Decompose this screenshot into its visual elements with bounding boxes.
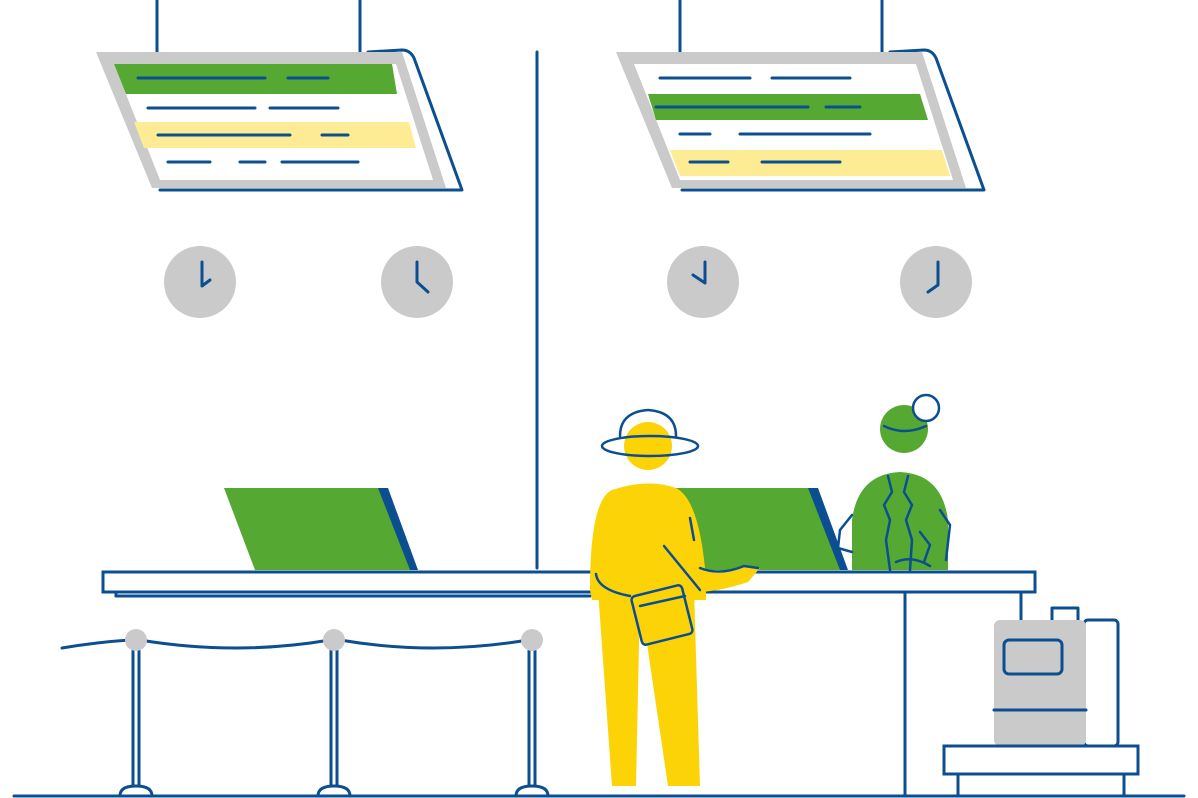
laptop-icon bbox=[660, 488, 848, 570]
stanchion-icon bbox=[60, 629, 550, 798]
wall-clock-icon bbox=[667, 246, 739, 318]
wall-clock-icon bbox=[900, 246, 972, 318]
passenger-figure bbox=[590, 408, 760, 786]
check-in-counter bbox=[101, 570, 1037, 798]
laptop-icon bbox=[224, 488, 418, 570]
staff-figure bbox=[836, 393, 952, 572]
satchel-icon bbox=[630, 584, 694, 646]
wall-clock-icon bbox=[381, 246, 453, 318]
baggage-scale-icon bbox=[942, 744, 1140, 798]
luggage-icon bbox=[992, 606, 1120, 748]
departure-board-icon bbox=[616, 0, 986, 192]
departure-board-icon bbox=[96, 0, 464, 192]
wall-clock-icon bbox=[164, 246, 236, 318]
